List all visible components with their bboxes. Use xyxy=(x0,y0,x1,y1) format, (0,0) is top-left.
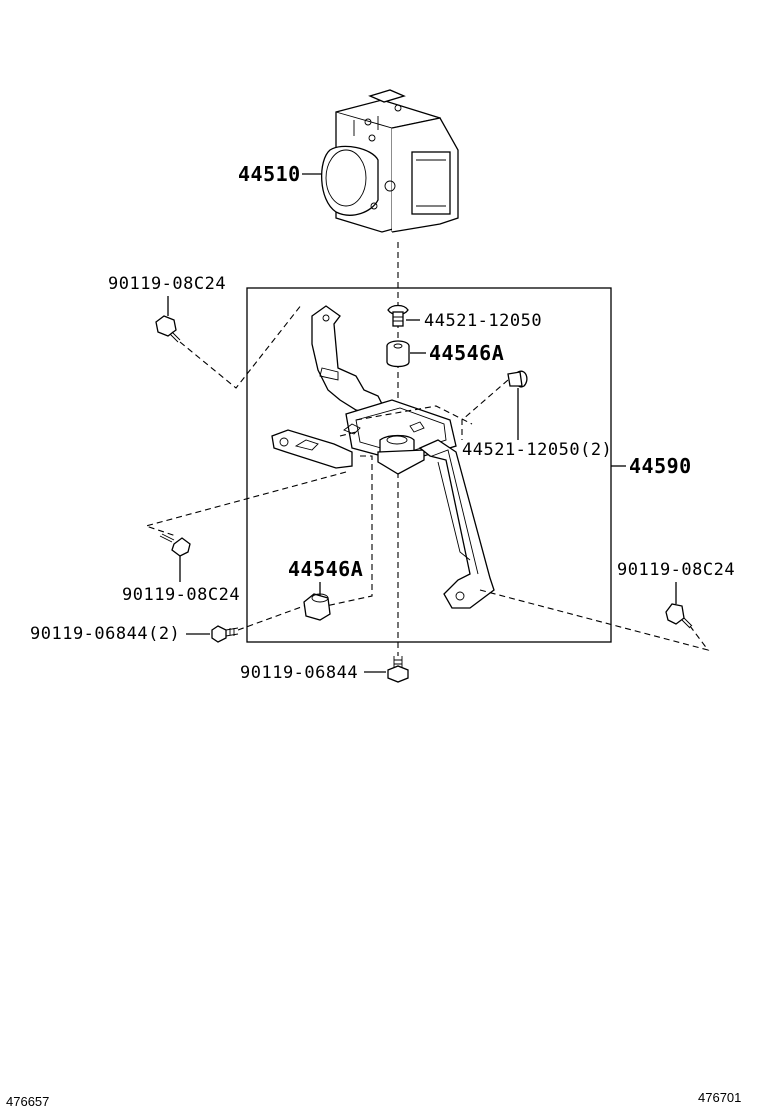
label-90119-08c24-left: 90119-08C24 xyxy=(122,585,240,605)
cushion-upper-icon[interactable] xyxy=(386,340,410,368)
label-44521-12050-2: 44521-12050(2) xyxy=(462,440,612,460)
label-44590: 44590 xyxy=(629,454,692,478)
label-44521-12050-upper: 44521-12050 xyxy=(424,311,542,331)
corner-code-left: 476657 xyxy=(6,1094,49,1109)
cushion-lower-icon[interactable] xyxy=(303,593,331,621)
label-90119-08c24-top-left: 90119-08C24 xyxy=(108,274,226,294)
label-90119-06844-2: 90119-06844(2) xyxy=(30,624,180,644)
corner-code-right: 476701 xyxy=(698,1090,741,1105)
bolt-bottom-icon[interactable] xyxy=(387,656,409,683)
label-44546a-upper: 44546A xyxy=(429,341,504,365)
bolt-left-small-icon[interactable] xyxy=(159,533,191,557)
bracket-group-frame xyxy=(246,287,612,643)
bracket-icon[interactable] xyxy=(271,305,495,609)
bolt-right-icon[interactable] xyxy=(665,603,693,629)
bolt-44521-right-icon[interactable] xyxy=(507,370,528,388)
bolt-lower-left-icon[interactable] xyxy=(211,625,239,643)
label-44546a-lower: 44546A xyxy=(288,557,363,581)
label-90119-06844: 90119-06844 xyxy=(240,663,358,683)
abs-modulator-icon[interactable] xyxy=(320,89,459,233)
bolt-44521-upper-icon[interactable] xyxy=(387,304,409,327)
bolt-top-left-icon[interactable] xyxy=(155,315,181,343)
label-44510: 44510 xyxy=(238,162,301,186)
label-90119-08c24-right: 90119-08C24 xyxy=(617,560,735,580)
